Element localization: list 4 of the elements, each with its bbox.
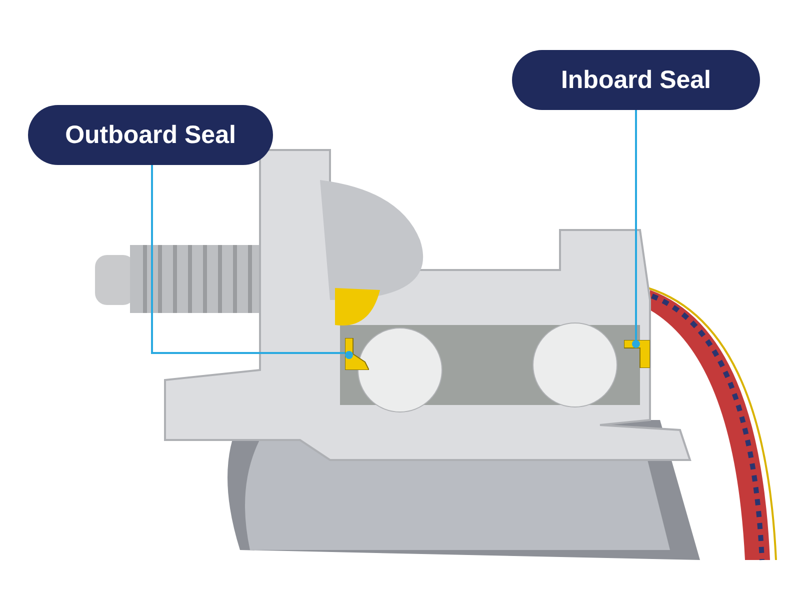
callout-label: Outboard Seal xyxy=(28,105,273,165)
leader-line xyxy=(151,165,345,354)
callout-label: Inboard Seal xyxy=(512,50,760,110)
leader-line xyxy=(635,110,637,340)
